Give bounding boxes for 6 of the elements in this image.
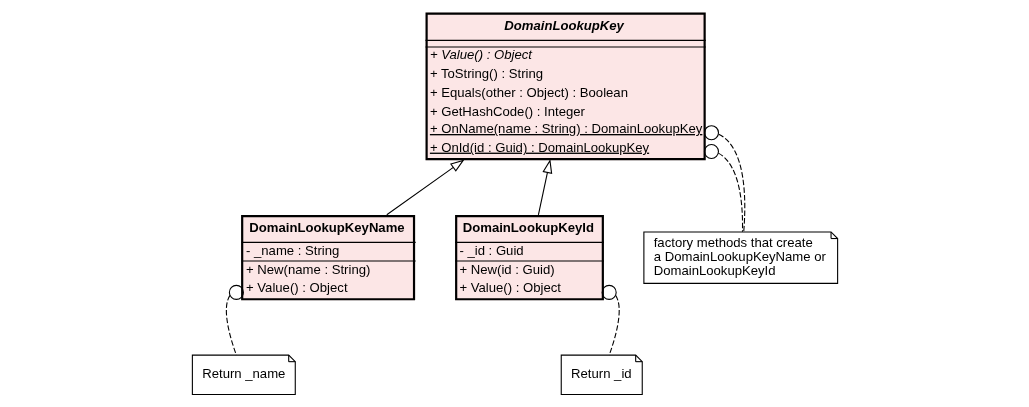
connector	[225, 284, 244, 356]
arrow	[537, 159, 552, 216]
arrow	[385, 159, 464, 216]
connector	[601, 284, 620, 356]
connector	[703, 143, 743, 233]
connector	[703, 125, 745, 233]
